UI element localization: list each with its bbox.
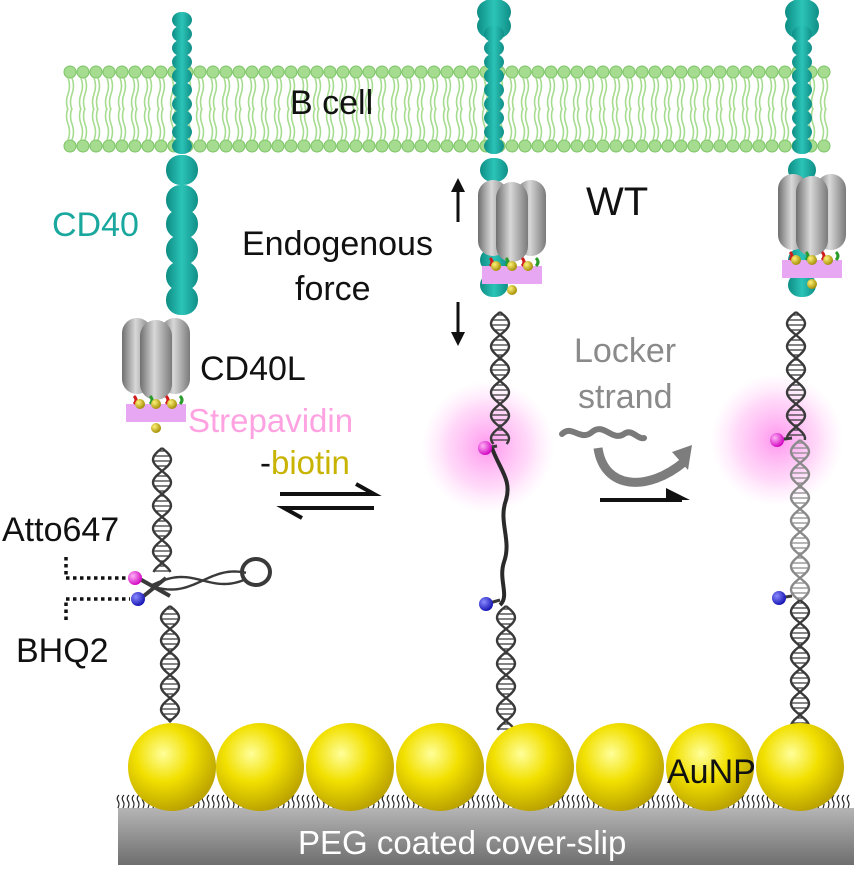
- cd40-label: CD40: [52, 206, 139, 244]
- cd40l-trimer-wt: [478, 180, 546, 295]
- dye-leader-lines: [64, 557, 130, 620]
- dyes: [128, 433, 786, 611]
- down-arrow: [451, 302, 465, 346]
- cd40-receptors: [166, 0, 819, 315]
- force-label: force: [295, 270, 371, 308]
- atto647-dye-wt: [478, 441, 492, 455]
- strand-label: strand: [578, 378, 673, 416]
- dna-tethers: [137, 311, 811, 731]
- aunp-6: [576, 723, 664, 811]
- atto647-dye-locked: [770, 433, 784, 447]
- atto647-label: Atto647: [2, 511, 120, 549]
- b-cell-label: B cell: [290, 84, 374, 122]
- cd40l-trimer-locked: [778, 174, 846, 289]
- aunp-particles: [128, 723, 844, 811]
- aunp-4: [396, 723, 484, 811]
- aunp-label: AuNP: [667, 753, 756, 791]
- locker-label: Locker: [574, 332, 677, 370]
- curved-arrow: [593, 445, 692, 487]
- aunp-7: [666, 723, 754, 811]
- bhq2-label: BHQ2: [16, 632, 109, 670]
- atto647-dye-left: [128, 571, 142, 585]
- right-arrow: [600, 488, 690, 502]
- wt-label: WT: [586, 180, 649, 224]
- aunp-2: [216, 723, 304, 811]
- biotin-dash: -: [260, 444, 271, 481]
- coverslip-label: PEG coated cover-slip: [298, 824, 627, 861]
- b-cell-membrane: [63, 65, 831, 153]
- aunp-8: [756, 723, 844, 811]
- biotin-text: biotin: [271, 444, 350, 481]
- strepavidin-label: Strepavidin: [188, 402, 354, 439]
- bhq2-quencher-left: [131, 592, 145, 606]
- biotin-label: -biotin: [260, 446, 350, 479]
- aunp-5: [486, 723, 574, 811]
- bhq2-quencher-locked: [772, 591, 786, 605]
- double-harpoon-arrow: [276, 482, 382, 520]
- cd40l-trimers: [122, 174, 846, 433]
- bhq2-quencher-wt: [479, 597, 493, 611]
- locker-strand-free: [559, 426, 647, 442]
- aunp-3: [306, 723, 394, 811]
- up-arrow: [451, 178, 465, 222]
- cd40l-trimer-left: [122, 318, 190, 433]
- cd40l-label: CD40L: [200, 350, 306, 388]
- aunp-1: [128, 723, 216, 811]
- endogenous-label: Endogenous: [242, 225, 433, 263]
